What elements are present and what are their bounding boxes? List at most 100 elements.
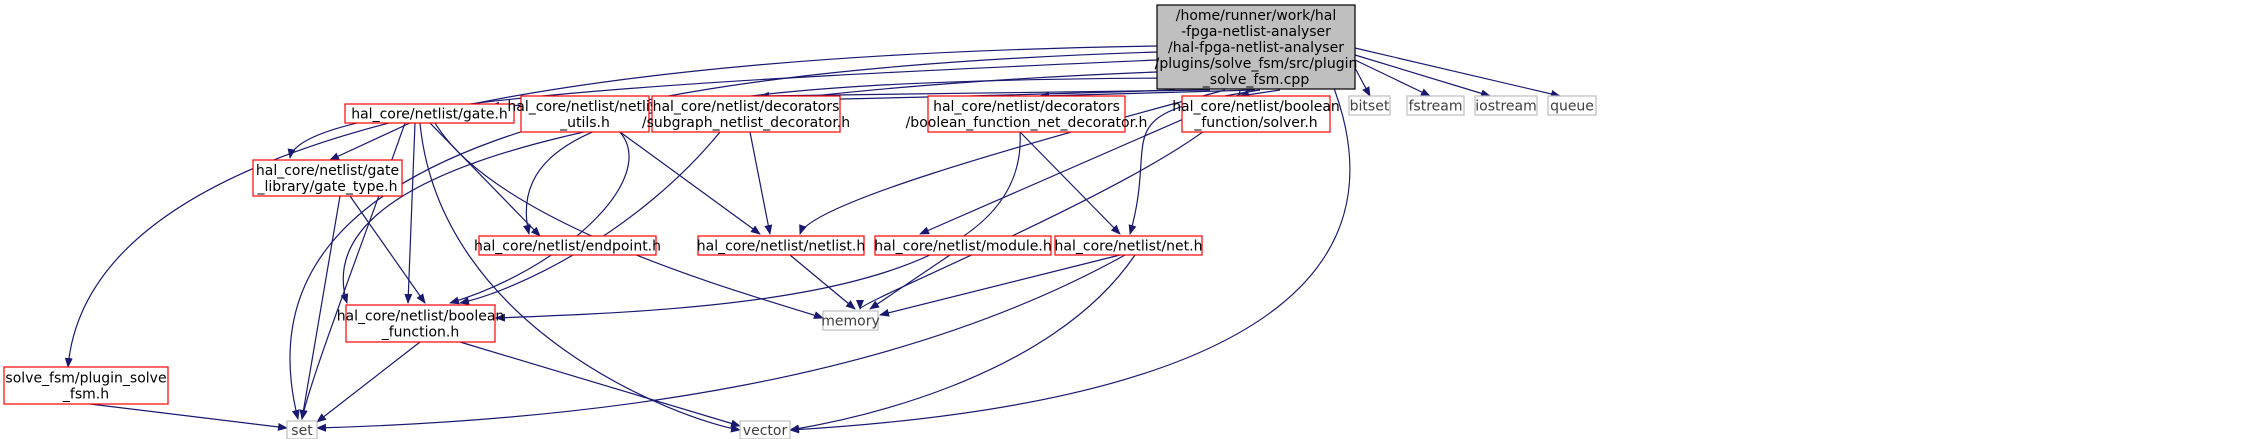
node-box bbox=[3, 366, 169, 405]
node-box bbox=[1054, 235, 1203, 256]
node-gate-h[interactable]: hal_core/netlist/gate.h bbox=[344, 103, 515, 124]
node-label-line: hal_core/netlist/decorators bbox=[653, 99, 840, 115]
node-root[interactable]: /home/runner/work/hal-fpga-netlist-analy… bbox=[1155, 4, 1358, 90]
edge-utils-netlist bbox=[619, 131, 761, 235]
edge-root-queue bbox=[1354, 47, 1561, 98]
edge-root-subgraph bbox=[759, 89, 1211, 100]
node-label-line: _library/gate_type.h bbox=[257, 179, 398, 195]
node-box bbox=[927, 95, 1126, 133]
node-label-line: hal_core/netlist/boolean bbox=[1172, 99, 1340, 115]
node-label-line: _utils.h bbox=[559, 115, 610, 131]
node-box bbox=[520, 95, 650, 133]
edge-gate_type-boolean_fn bbox=[349, 195, 426, 304]
edge-root-set bbox=[289, 51, 1158, 420]
node-label-line: memory bbox=[821, 314, 880, 330]
node-box bbox=[344, 103, 515, 124]
node-label-line: _solve_fsm.cpp bbox=[1202, 72, 1310, 88]
node-label-line: hal_core/netlist/netlist bbox=[507, 99, 663, 115]
edge-net-set bbox=[316, 254, 1126, 432]
node-label-line: fstream bbox=[1409, 99, 1463, 115]
node-label-line: _function.h bbox=[381, 325, 460, 341]
edge-net-vector bbox=[789, 254, 1136, 433]
edge-root-bool_dec bbox=[1039, 89, 1256, 100]
node-label-line: hal_core/netlist/module.h bbox=[874, 239, 1051, 255]
node-set: set bbox=[286, 420, 318, 439]
edge-root-solver bbox=[1239, 89, 1281, 99]
edge-root-plugin bbox=[64, 45, 1158, 368]
node-label-line: solve_fsm/plugin_solve bbox=[5, 371, 166, 387]
edge-root-boolean_fn bbox=[340, 71, 1158, 304]
edge-subgraph-netlist bbox=[749, 131, 773, 235]
node-box bbox=[345, 304, 496, 343]
edge-plugin-set bbox=[89, 403, 288, 431]
node-box bbox=[822, 310, 879, 331]
node-module-h[interactable]: hal_core/netlist/module.h bbox=[874, 235, 1052, 256]
node-box bbox=[1348, 95, 1391, 116]
edge-root-bitset bbox=[1354, 67, 1371, 97]
node-box bbox=[739, 420, 791, 439]
node-label-line: -fpga-netlist-analyser bbox=[1181, 24, 1331, 40]
edge-gate-boolean_fn bbox=[404, 122, 416, 304]
node-netlist-utils-h[interactable]: hal_core/netlist/netlist_utils.h bbox=[507, 95, 663, 133]
node-boolean-function-h[interactable]: hal_core/netlist/boolean_function.h bbox=[337, 304, 505, 343]
edge-utils-boolean_fn bbox=[449, 131, 630, 305]
node-solver-h[interactable]: hal_core/netlist/boolean_function/solver… bbox=[1172, 95, 1340, 133]
edge-boolean_fn-vector bbox=[459, 341, 741, 428]
edge-root-vector bbox=[789, 77, 1351, 434]
node-box bbox=[874, 235, 1052, 256]
node-box bbox=[252, 159, 403, 197]
node-label-line: /boolean_function_net_decorator.h bbox=[906, 115, 1148, 131]
node-vector: vector bbox=[739, 420, 791, 439]
node-fstream: fstream bbox=[1406, 95, 1465, 116]
node-label-line: _fsm.h bbox=[62, 387, 109, 403]
node-queue: queue bbox=[1547, 95, 1597, 116]
node-label-line: hal_core/netlist/boolean bbox=[337, 309, 505, 325]
node-label-line: /plugins/solve_fsm/src/plugin bbox=[1155, 56, 1358, 72]
node-subgraph-decorator-h[interactable]: hal_core/netlist/decorators/subgraph_net… bbox=[642, 95, 850, 133]
node-label-line: queue bbox=[1550, 99, 1594, 115]
node-memory: memory bbox=[821, 310, 880, 331]
node-box bbox=[697, 235, 865, 256]
node-label-line: hal_core/netlist/decorators bbox=[933, 99, 1120, 115]
edge-gate-gate_type bbox=[329, 122, 411, 161]
node-gate-type-h[interactable]: hal_core/netlist/gate_library/gate_type.… bbox=[252, 159, 403, 197]
node-label-line: _function/solver.h bbox=[1193, 115, 1317, 131]
node-iostream: iostream bbox=[1474, 95, 1538, 116]
edge-netlist-memory bbox=[789, 254, 856, 310]
file-nodes: /home/runner/work/hal-fpga-netlist-analy… bbox=[3, 4, 1597, 439]
edge-module-memory bbox=[869, 254, 951, 310]
node-label-line: /hal-fpga-netlist-analyser bbox=[1168, 40, 1344, 56]
edge-root-gate_type bbox=[287, 59, 1158, 159]
node-box bbox=[1156, 4, 1356, 90]
node-label-line: /subgraph_netlist_decorator.h bbox=[642, 115, 850, 131]
node-box bbox=[1474, 95, 1538, 116]
node-endpoint-h[interactable]: hal_core/netlist/endpoint.h bbox=[474, 235, 661, 256]
edge-gate_type-set bbox=[299, 195, 341, 420]
node-boolean-decorator-h[interactable]: hal_core/netlist/decorators/boolean_func… bbox=[906, 95, 1148, 133]
node-label-line: hal_core/netlist/gate.h bbox=[351, 107, 508, 123]
edge-root-netlist bbox=[799, 89, 1226, 235]
edge-root-iostream bbox=[1354, 54, 1491, 98]
edge-gate-vector bbox=[419, 122, 741, 433]
node-label-line: hal_core/netlist/gate bbox=[256, 163, 399, 179]
node-box bbox=[1547, 95, 1597, 116]
edge-bool_dec-net bbox=[1019, 131, 1121, 235]
node-netlist-h[interactable]: hal_core/netlist/netlist.h bbox=[697, 235, 866, 256]
node-box bbox=[478, 235, 657, 256]
edge-bool_dec-boolean_fn bbox=[495, 131, 1021, 322]
edge-net-memory bbox=[879, 254, 1121, 317]
node-label-line: vector bbox=[743, 423, 788, 439]
node-box bbox=[651, 95, 841, 133]
node-label-line: set bbox=[291, 423, 313, 439]
node-bitset: bitset bbox=[1348, 95, 1391, 116]
node-net-h[interactable]: hal_core/netlist/net.h bbox=[1054, 235, 1203, 256]
dependency-edges bbox=[64, 45, 1561, 434]
node-label-line: iostream bbox=[1475, 99, 1537, 115]
node-box bbox=[1181, 95, 1331, 133]
node-label-line: hal_core/netlist/netlist.h bbox=[697, 239, 866, 255]
node-label-line: /home/runner/work/hal bbox=[1176, 8, 1337, 24]
node-box bbox=[1406, 95, 1465, 116]
node-label-line: hal_core/netlist/net.h bbox=[1055, 239, 1203, 255]
node-plugin-solve-fsm-h[interactable]: solve_fsm/plugin_solve_fsm.h bbox=[3, 366, 169, 405]
